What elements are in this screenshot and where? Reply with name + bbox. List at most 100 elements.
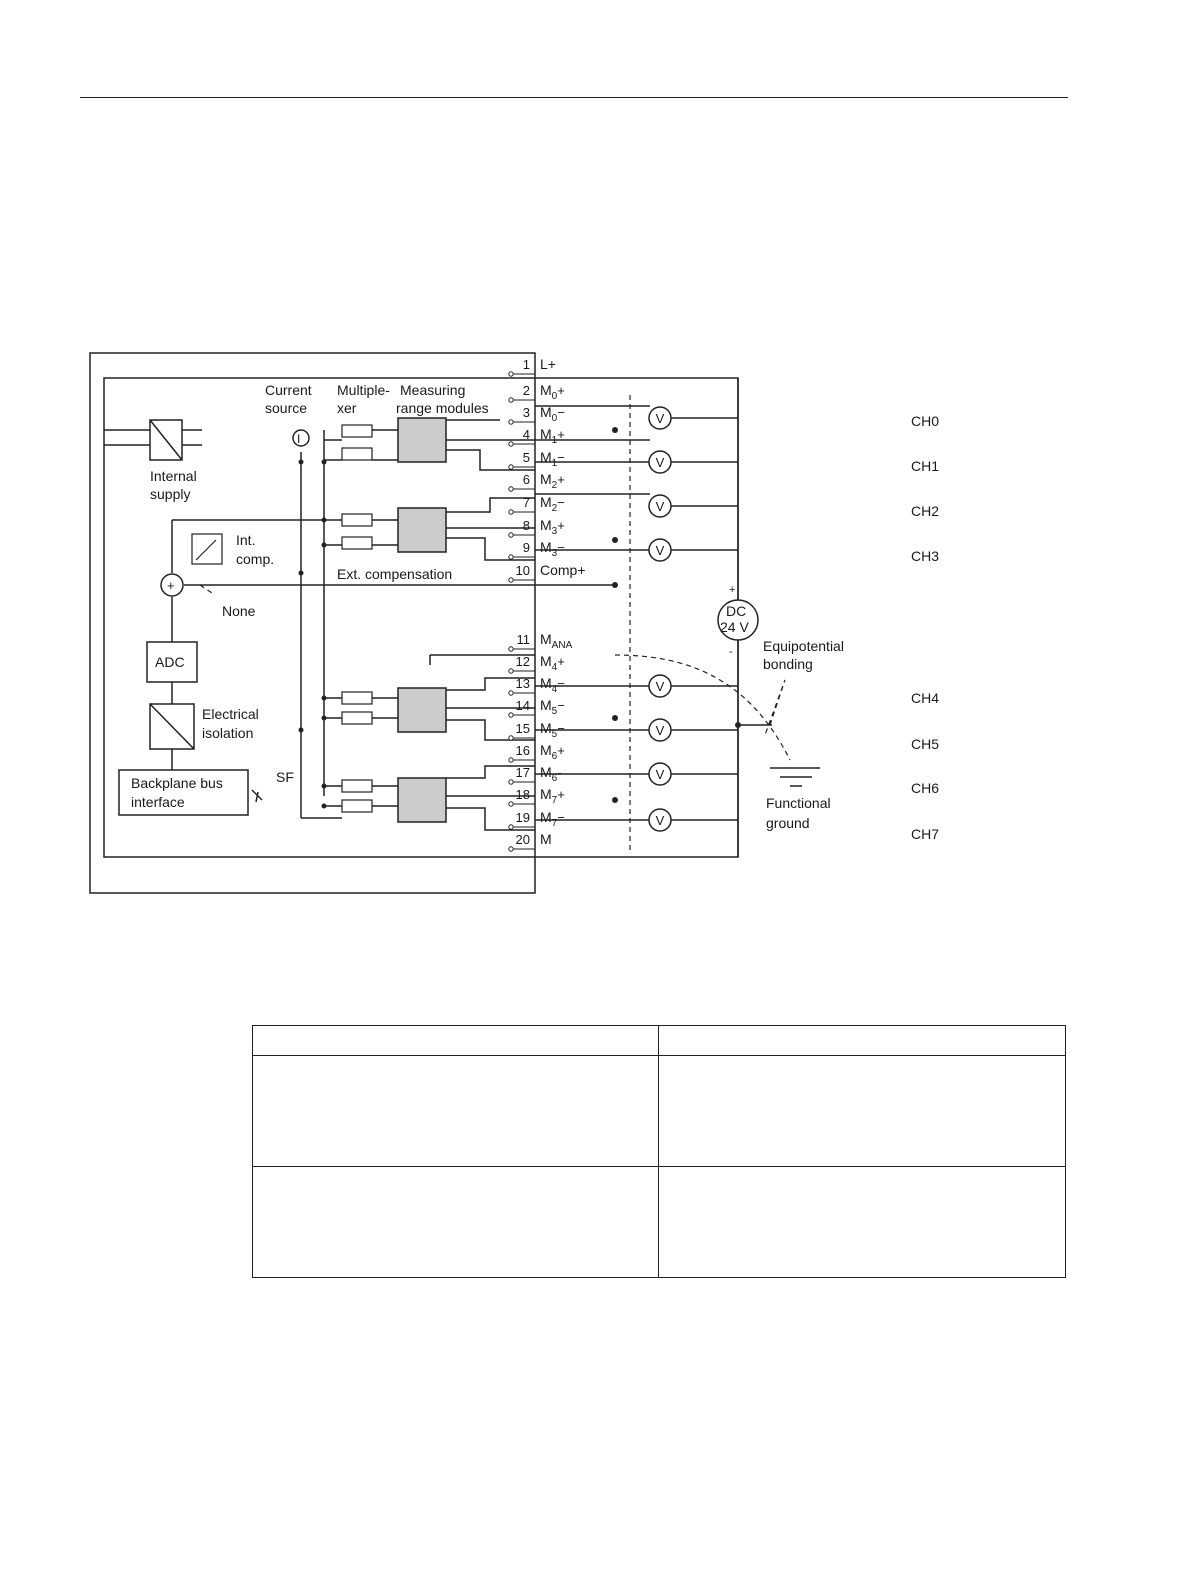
terminal-number: 16 — [516, 743, 530, 758]
backplane-box — [118, 769, 249, 816]
channel-label: CH1 — [911, 458, 939, 474]
measuring-range-label-1: Measuring — [400, 382, 465, 398]
circles — [160, 406, 759, 832]
terminal-number: 10 — [516, 563, 530, 578]
terminal-number: 12 — [516, 654, 530, 669]
channel-label: CH5 — [911, 736, 939, 752]
terminal-number: 6 — [523, 472, 530, 487]
int-comp-label-1: Int. — [236, 532, 255, 548]
equipotential-dash — [614, 654, 791, 761]
table-row — [252, 1055, 1066, 1167]
terminal-number: 18 — [516, 787, 530, 802]
terminal-label: M5− — [540, 697, 565, 717]
dc-label-1: DC — [726, 603, 746, 619]
adc-label: ADC — [155, 654, 185, 670]
junctions — [298, 427, 741, 809]
terminal-number: 13 — [516, 676, 530, 691]
ch4-links — [372, 677, 535, 741]
terminal-number: 3 — [523, 405, 530, 420]
terminal-screw-icon — [508, 801, 514, 807]
voltmeter-icon: V — [656, 411, 665, 426]
mux-ch6-lines — [324, 785, 342, 807]
dc-source-circle — [717, 599, 759, 641]
table-row — [252, 1166, 1066, 1278]
terminal-screw-icon — [508, 464, 514, 470]
terminal-screw-icon — [508, 419, 514, 425]
current-source-label-1: Current — [265, 382, 312, 398]
channel-label: CH3 — [911, 548, 939, 564]
terminal-number: 11 — [517, 632, 531, 647]
terminal-number: 5 — [523, 450, 530, 465]
range-modules — [397, 417, 447, 823]
multiplexer-label-1: Multiple- — [337, 382, 390, 398]
terminal-screw-icon — [508, 577, 514, 583]
current-source-label-2: source — [265, 400, 307, 416]
channel-label: CH0 — [911, 413, 939, 429]
terminal-label: M4− — [540, 675, 565, 695]
internal-supply-box — [149, 419, 183, 461]
terminal-label: M1− — [540, 449, 565, 469]
channel-label: CH4 — [911, 690, 939, 706]
terminal-label: M — [540, 831, 552, 847]
internal-supply-label-2: supply — [150, 486, 190, 502]
sf-led-arrow — [255, 791, 259, 803]
terminal-number: 15 — [516, 721, 530, 736]
sf-label: SF — [276, 769, 294, 785]
measuring-range-label-2: range modules — [396, 400, 489, 416]
table-header-cell — [252, 1025, 659, 1056]
terminal-label: M2− — [540, 494, 565, 514]
voltmeter-icon: V — [656, 723, 665, 738]
terminal-screw-icon — [508, 532, 514, 538]
mux-ch0-lines — [324, 439, 342, 461]
terminal-screw-icon — [508, 486, 514, 492]
terminal-number: 2 — [523, 383, 530, 398]
terminal-number: 14 — [516, 698, 530, 713]
channel-label: CH6 — [911, 780, 939, 796]
terminal-number: 17 — [516, 765, 530, 780]
current-source-symbol: I — [297, 432, 300, 446]
terminal-number: 9 — [523, 540, 530, 555]
terminal-screw-icon — [508, 668, 514, 674]
voltmeter-icon: V — [656, 543, 665, 558]
isolation-box — [149, 703, 195, 750]
backplane-label-1: Backplane bus — [131, 775, 223, 791]
voltmeter-icon: V — [656, 767, 665, 782]
data-table — [252, 1025, 1066, 1278]
terminal-screw-icon — [508, 397, 514, 403]
channel-wires — [535, 405, 738, 821]
table-cell — [658, 1055, 1066, 1167]
terminal-screw-icon — [508, 757, 514, 763]
wires — [89, 352, 820, 894]
ext-comp-label: Ext. compensation — [337, 566, 452, 582]
summing-plus: + — [167, 578, 175, 593]
terminal-number: 7 — [523, 495, 530, 510]
terminal-label: M0+ — [540, 382, 565, 402]
electrical-isolation-label-2: isolation — [202, 725, 253, 741]
terminal-label: M2+ — [540, 471, 565, 491]
terminal-screw-icon — [508, 712, 514, 718]
dashed-links — [199, 395, 791, 850]
adc-box — [146, 641, 198, 683]
terminal-label: M5− — [540, 720, 565, 740]
terminal-screw-icon — [508, 846, 514, 852]
terminal-label: MANA — [540, 631, 573, 651]
labels: Current source Multiple- xer Measuring r… — [131, 382, 844, 831]
terminal-screw-icon — [508, 509, 514, 515]
terminal-screw-icon — [508, 690, 514, 696]
terminal-screw-icon — [508, 824, 514, 830]
terminal-number: 19 — [516, 810, 530, 825]
terminal-label: L+ — [540, 356, 556, 372]
table-cell — [252, 1055, 659, 1167]
dc-label-2: 24 V — [720, 619, 749, 635]
module-outline — [89, 352, 536, 894]
terminal-number: 4 — [523, 427, 530, 442]
equipotential-label-2: bonding — [763, 656, 813, 672]
terminal-label: M3+ — [540, 517, 565, 537]
terminal-label: Comp+ — [540, 562, 586, 578]
terminal-label: M6+ — [540, 742, 565, 762]
header-rule — [80, 97, 1068, 98]
terminal-screw-icon — [508, 646, 514, 652]
terminal-screw-icon — [508, 779, 514, 785]
